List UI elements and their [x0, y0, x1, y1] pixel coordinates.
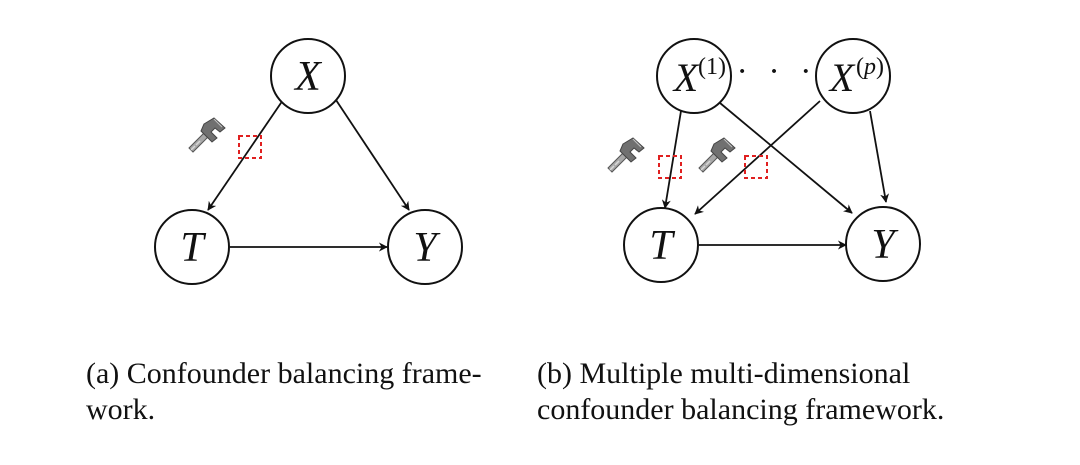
node-y-label: Y [413, 225, 441, 271]
node-xp-sup-open: ( [856, 54, 864, 80]
node-t: T [623, 207, 699, 283]
caption-b-line-1: (b) Multiple multi-dimensional [537, 357, 911, 390]
caption-b: (b) Multiple multi-dimensional confounde… [537, 356, 944, 428]
edge-xp-to-y [869, 110, 890, 203]
svg-text:X: X [672, 55, 700, 100]
balancing-box-1 [658, 155, 682, 179]
ellipsis: · · · [737, 53, 818, 90]
diagram-b: X (1) · · · X (p) T Y [607, 38, 921, 283]
node-xp-sup-close: ) [876, 54, 884, 80]
node-xp-sup-var: p [862, 54, 876, 80]
node-t-label: T [649, 223, 675, 269]
hammer-icon [607, 137, 645, 173]
hammer-icon [698, 137, 736, 173]
caption-a: (a) Confounder balancing frame- work. [86, 356, 482, 428]
edge-xp-to-t [694, 100, 821, 215]
node-y: Y [845, 206, 921, 282]
node-xp: X (p) [815, 38, 891, 114]
edge-x1-to-t [661, 110, 682, 209]
hammer-icon [188, 117, 226, 153]
edge-x-to-t [207, 99, 284, 211]
svg-text:X: X [828, 55, 856, 100]
caption-b-line-2: confounder balancing framework. [537, 393, 945, 426]
edge-x-to-y [335, 99, 410, 211]
svg-text:(p): (p) [856, 54, 884, 80]
node-x1-superscript: (1) [698, 54, 726, 80]
balancing-box-2 [744, 155, 768, 179]
node-t-label: T [180, 225, 206, 271]
node-x-label: X [293, 54, 323, 100]
edge-x1-to-y [713, 97, 853, 214]
node-y-label: Y [871, 222, 899, 268]
caption-a-line-1: (a) Confounder balancing frame- [86, 357, 482, 390]
diagram-a: X T Y [154, 38, 463, 285]
node-y: Y [387, 209, 463, 285]
caption-a-line-2: work. [86, 393, 156, 426]
node-x: X [270, 38, 346, 114]
balancing-box [238, 135, 262, 159]
node-xp-label: X [828, 55, 856, 100]
node-t: T [154, 209, 230, 285]
node-x1: X (1) [656, 38, 732, 114]
node-x1-label: X [672, 55, 700, 100]
